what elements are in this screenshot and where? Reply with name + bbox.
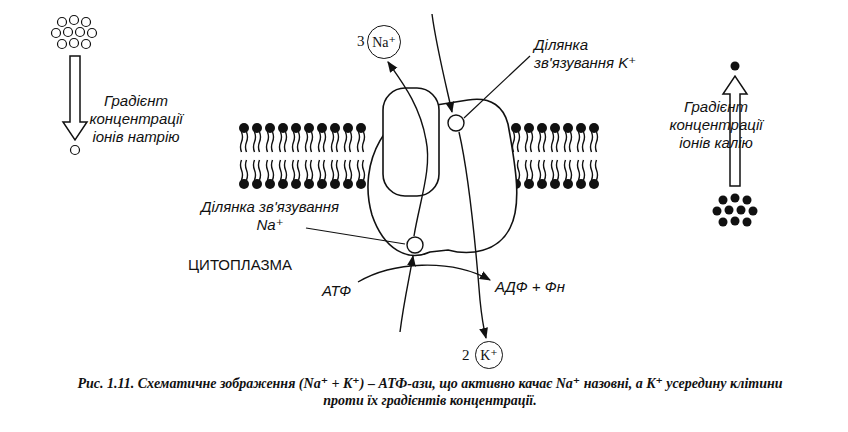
leader-line [464,56,530,118]
ion-circle: K⁺ [475,341,503,369]
na-binding-site [407,237,423,253]
ion-name: K⁺ [480,347,498,364]
ion-circle: Na⁺ [367,25,401,59]
callout-label: Ділянка зв'язування Na⁺ [190,198,350,234]
na-pathway-arrow [388,62,428,236]
region-label: ЦИТОПЛАЗМА [188,256,292,274]
k-pathway-arrow [459,132,486,338]
protein-subunit [383,88,439,196]
atp-hydrolysis-arrow [358,265,490,282]
ion-name: Na⁺ [372,34,396,51]
k-binding-site [448,115,464,131]
gradient-arrow [63,56,87,140]
ion-count: 2 [462,346,470,364]
figure-caption: Рис. 1.11. Схематичне зображення (Na⁺ + … [70,376,790,410]
sodium-ions [52,16,97,155]
k-entry-arrow [432,14,452,112]
molecule-label: АТФ [322,282,351,300]
leader-line [306,228,405,244]
gradient-label: Градієнт концентрації іонів калію [658,98,774,152]
molecule-label: АДФ + Фн [495,278,565,296]
callout-label: Ділянка зв'язування K⁺ [534,36,664,72]
gradient-label: Градієнт концентрації іонів натрію [82,92,190,146]
ion-count: 3 [357,32,365,50]
